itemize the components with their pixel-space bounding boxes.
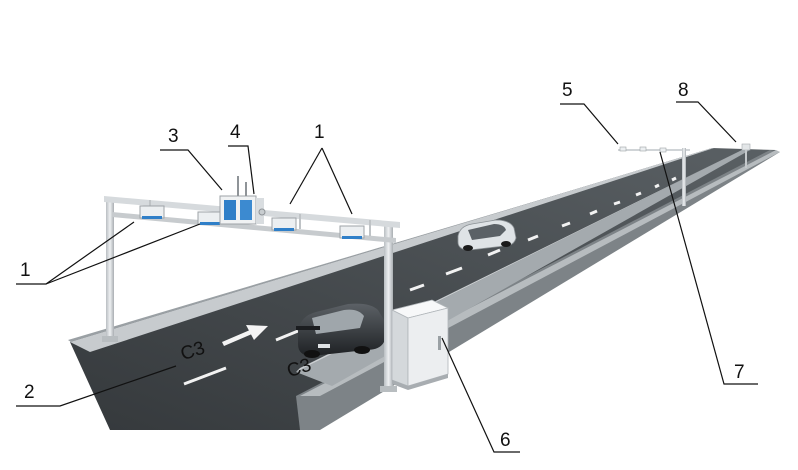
leader-2	[16, 365, 177, 407]
roadside-cabinet	[390, 299, 450, 390]
leader-lines	[16, 101, 758, 453]
leader-4	[228, 145, 255, 195]
label-2: 2	[24, 382, 35, 403]
car-near-window	[312, 309, 364, 334]
lane-dash	[589, 209, 598, 216]
label-1-top: 1	[314, 122, 325, 143]
equipment-box-panel	[224, 200, 236, 220]
gantry-lower-beam	[112, 212, 396, 243]
camera-unit	[139, 205, 165, 219]
lane-dash	[275, 329, 299, 342]
label-8: 8	[678, 80, 689, 101]
car-near-plate	[318, 344, 330, 348]
road	[68, 148, 780, 430]
lane-markings-left	[183, 176, 677, 386]
far-sign-box	[741, 143, 751, 151]
label-7: 7	[734, 362, 745, 383]
far-sign-pole	[745, 150, 747, 168]
road-asphalt	[70, 148, 776, 430]
label-3: 3	[168, 126, 179, 147]
gantry-left-pole	[106, 198, 114, 340]
car-far-window	[468, 224, 506, 240]
far-pole	[682, 148, 686, 206]
leader-1-top	[321, 147, 353, 215]
gantry-right-pole	[384, 222, 393, 390]
label-4: 4	[230, 122, 241, 143]
leader-8	[676, 101, 737, 143]
lane-dash	[654, 183, 660, 189]
lane-dash	[613, 200, 621, 206]
arrow-head	[246, 325, 268, 340]
cabinet-handle	[438, 336, 441, 350]
gantry-left-pole-base	[102, 336, 118, 342]
camera-unit	[339, 225, 365, 239]
leader-5	[560, 103, 619, 145]
label-5: 5	[562, 80, 573, 101]
car-far-wheel	[501, 241, 511, 247]
lane-dash	[487, 248, 501, 257]
leader-3	[160, 149, 223, 191]
arrow-shaft	[222, 330, 252, 346]
car-near-spoiler	[296, 326, 320, 330]
cabinet-side	[407, 307, 449, 387]
label-1-left: 1	[20, 260, 31, 281]
lane-dash	[561, 221, 571, 228]
lane-dash	[445, 266, 463, 276]
far-gantry-camera	[619, 146, 627, 152]
car-far	[457, 219, 517, 251]
camera-unit	[271, 217, 297, 231]
camera-unit	[197, 211, 223, 225]
lane-dash	[635, 191, 642, 197]
leader-7	[659, 151, 758, 385]
callout-labels: 1 1 2 3 4 5 6 7 8	[20, 80, 745, 451]
leader-1-top	[289, 147, 323, 205]
label-6: 6	[500, 430, 511, 451]
car-near-wheel	[354, 346, 370, 354]
equipment-sensor	[258, 208, 266, 216]
far-gantry-camera	[639, 146, 647, 152]
car-far-wheel	[463, 245, 473, 251]
cabinet-front	[391, 309, 409, 387]
leader-1-left	[45, 223, 201, 285]
equipment-box-panel	[240, 200, 252, 220]
leader-1-left	[16, 221, 135, 285]
far-gantry-camera	[659, 147, 667, 153]
gantry-equipment-box	[219, 176, 266, 225]
lane-dash	[409, 283, 425, 292]
lane-dash	[671, 176, 677, 182]
car-near	[296, 303, 384, 358]
gantry-right-pole-base	[380, 386, 397, 392]
car-near-wheel	[304, 350, 320, 358]
cabinet-base	[392, 374, 448, 390]
direction-arrow	[222, 325, 268, 346]
lane-dash	[183, 366, 227, 386]
leader-6	[441, 337, 520, 453]
far-gantry	[618, 143, 751, 206]
lane-dash	[527, 234, 539, 242]
